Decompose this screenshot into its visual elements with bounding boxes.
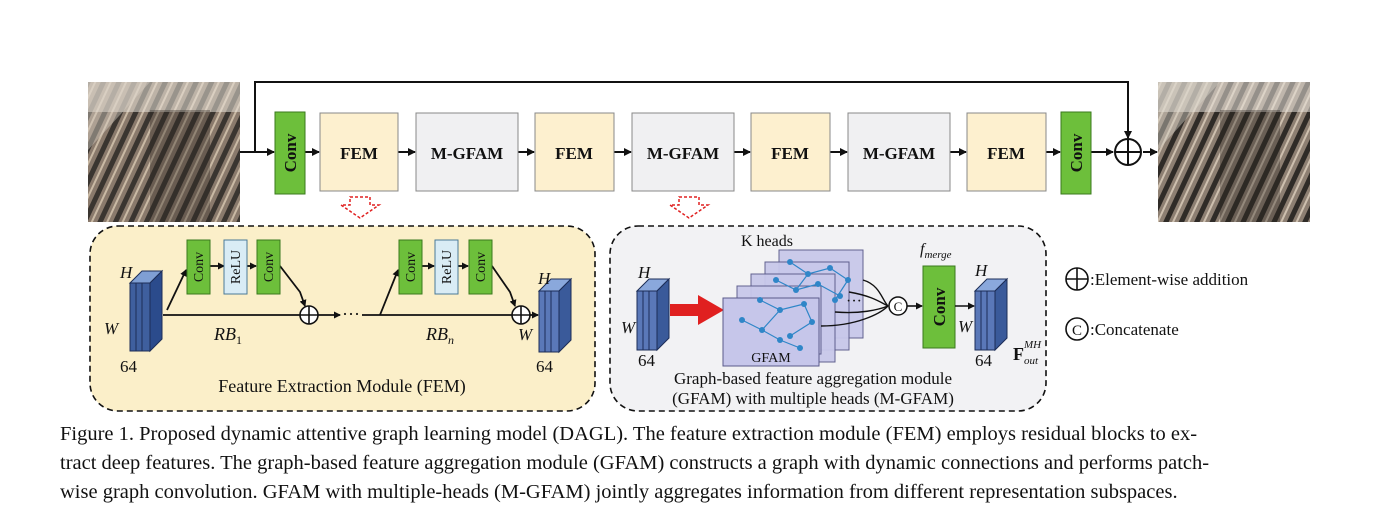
fem-expand-arrow-icon <box>338 196 382 219</box>
f-out-sub: out <box>1024 355 1039 367</box>
fem-w-label: W <box>104 319 120 338</box>
rbn-add-icon <box>511 305 531 325</box>
fem-block-1-label: FEM <box>340 144 378 163</box>
fem-out-h-label: H <box>537 269 552 288</box>
gfam-h-label: H <box>637 263 652 282</box>
figure-caption: Figure 1. Proposed dynamic attentive gra… <box>60 420 1340 507</box>
fem-block-3-label: FEM <box>771 144 809 163</box>
gfam-input-feature-icon <box>635 277 671 352</box>
fem-block-2-label: FEM <box>555 144 593 163</box>
legend-concat-symbol: C <box>1072 323 1082 339</box>
gfam-w-label: W <box>621 318 637 337</box>
fem-block-2: FEM <box>534 112 615 192</box>
legend-concat-icon: C <box>1065 317 1089 341</box>
rbn-relu: ReLU <box>434 239 459 295</box>
rb1-add-icon <box>299 305 319 325</box>
gfam-c-label: 64 <box>638 351 656 370</box>
rbn-conv-a: Conv <box>398 239 423 295</box>
mgfam-block-1: M-GFAM <box>415 112 519 192</box>
mgfam-block-1-label: M-GFAM <box>431 144 503 163</box>
merge-conv-label: Conv <box>930 287 949 326</box>
legend-add-icon <box>1065 267 1089 291</box>
rb1-conv-a: Conv <box>186 239 211 295</box>
fem-input-feature-icon <box>128 269 164 353</box>
f-merge-sub: merge <box>924 249 951 261</box>
rb1-connections <box>163 262 539 319</box>
rbn-conv-a-label: Conv <box>404 252 419 282</box>
mgfam-block-2-label: M-GFAM <box>647 144 719 163</box>
output-conv-block: Conv <box>1060 111 1092 195</box>
fem-block-3: FEM <box>750 112 831 192</box>
mgfam-block-2: M-GFAM <box>631 112 735 192</box>
caption-line-1: Figure 1. Proposed dynamic attentive gra… <box>60 423 1198 445</box>
input-conv-label: Conv <box>281 133 300 172</box>
output-image <box>1158 82 1310 222</box>
gfam-panel-title-line1: Graph-based feature aggregation module <box>674 369 952 388</box>
concat-symbol: C <box>894 299 903 314</box>
fem-panel: H W 64 Conv ReLU <box>89 225 596 412</box>
k-heads-label: K heads <box>741 233 793 250</box>
gfam-out-w-label: W <box>958 317 974 336</box>
red-arrow-icon <box>670 295 724 325</box>
mgfam-expand-arrow-icon <box>667 196 711 219</box>
rbn-label: RBn <box>425 324 454 347</box>
fem-h-label: H <box>119 263 134 282</box>
rbn-conv-b: Conv <box>468 239 493 295</box>
fem-block-1: FEM <box>319 112 399 192</box>
fem-output-feature-icon <box>537 277 573 354</box>
concat-icon: C <box>888 296 908 316</box>
head-output-lines <box>820 279 889 327</box>
final-add-icon <box>1114 138 1142 166</box>
rb1-conv-a-label: Conv <box>192 252 207 282</box>
gfam-panel: H W 64 <box>609 225 1047 412</box>
global-skip-line <box>254 81 1132 152</box>
fem-block-4: FEM <box>966 112 1047 192</box>
graph-node-dots <box>739 259 851 351</box>
mgfam-block-3: M-GFAM <box>847 112 951 192</box>
f-merge-label: fmerge <box>920 241 952 261</box>
rb1-relu-label: ReLU <box>229 250 244 284</box>
f-out-label: F <box>1013 344 1024 364</box>
rb1-label: RB1 <box>213 324 242 347</box>
gfam-panel-title-line2: (GFAM) with multiple heads (M-GFAM) <box>672 389 954 408</box>
rbn-conv-b-label: Conv <box>474 252 489 282</box>
output-conv-label: Conv <box>1067 133 1086 172</box>
rb1-sub: 1 <box>236 333 242 347</box>
gfam-output-feature-icon <box>973 277 1009 352</box>
rb-ellipsis: ··· <box>342 304 360 324</box>
gfam-out-h-label: H <box>974 261 989 280</box>
fem-out-c-label: 64 <box>536 357 554 376</box>
f-out-sup: MH <box>1023 339 1042 351</box>
rbn-relu-label: ReLU <box>440 250 455 284</box>
gfam-out-c-label: 64 <box>975 351 993 370</box>
caption-line-2: tract deep features. The graph-based fea… <box>60 452 1210 474</box>
legend-concat-label: :Concatenate <box>1090 320 1179 339</box>
heads-ellipsis: ··· <box>846 293 862 310</box>
rb1-conv-b: Conv <box>256 239 281 295</box>
merge-conv-block: Conv <box>922 265 956 349</box>
input-conv-block: Conv <box>274 111 306 195</box>
fem-panel-title: Feature Extraction Module (FEM) <box>218 376 465 397</box>
fem-block-4-label: FEM <box>987 144 1025 163</box>
fem-c-label: 64 <box>120 357 138 376</box>
legend: :Element-wise addition C :Concatenate <box>1065 267 1249 341</box>
gfam-label: GFAM <box>751 351 791 366</box>
rbn-sub: n <box>448 333 454 347</box>
rb1-conv-b-label: Conv <box>262 252 277 282</box>
legend-add-label: :Element-wise addition <box>1090 270 1249 289</box>
architecture-diagram: Conv FEM M-GFAM FEM M-GFAM FEM M-GFAM FE… <box>88 81 1310 412</box>
input-image <box>88 82 240 222</box>
mgfam-block-3-label: M-GFAM <box>863 144 935 163</box>
fem-out-w-label: W <box>518 325 534 344</box>
rb1-relu: ReLU <box>223 239 248 295</box>
caption-line-3: wise graph convolution. GFAM with multip… <box>60 481 1178 503</box>
